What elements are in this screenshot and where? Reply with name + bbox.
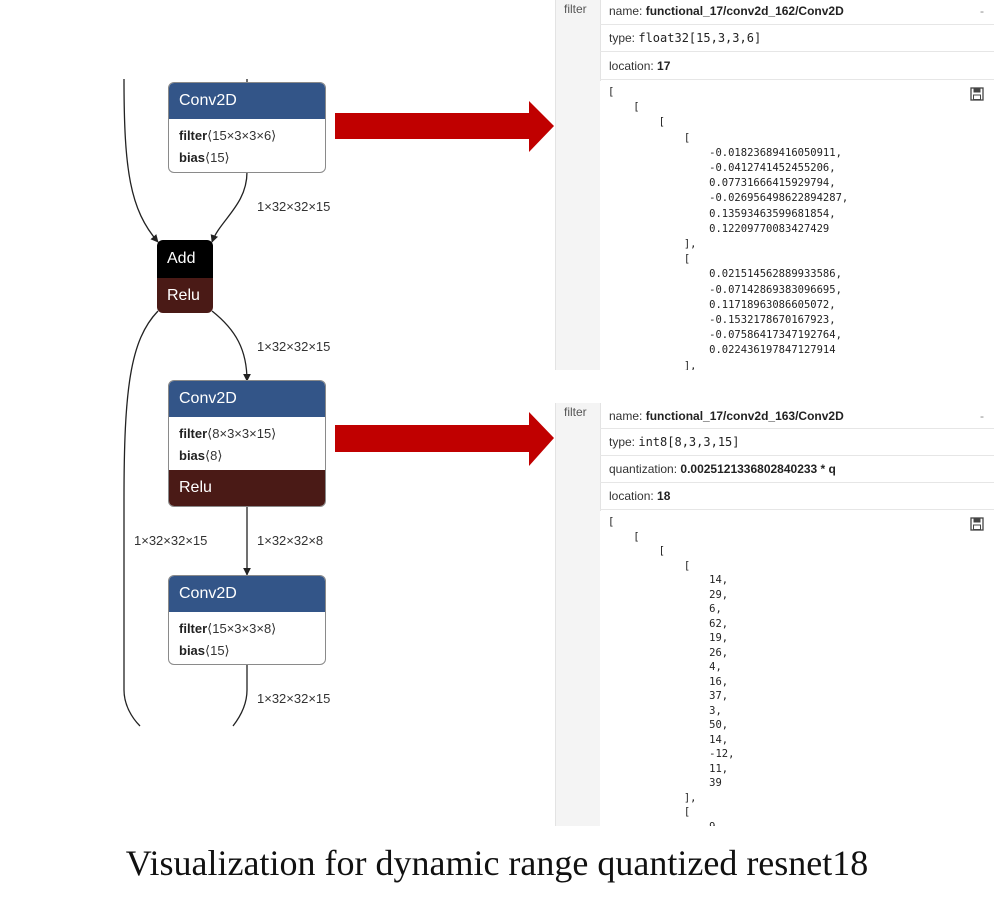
panel-2-name-value: functional_17/conv2d_163/Conv2D [645, 409, 844, 423]
conv2d-node-2-attrs: filter⟨8×3×3×15⟩ bias⟨8⟩ [169, 417, 325, 469]
panel-2-location-row: location: 18 [600, 483, 994, 510]
panel-2-quantization-row: quantization: 0.0025121336802840233 * q [600, 456, 994, 483]
edge-add-to-conv2 [211, 310, 251, 382]
panel-1-name-value: functional_17/conv2d_162/Conv2D [645, 4, 844, 18]
edge-label-3: 1×32×32×8 [257, 533, 324, 548]
tensor-panel-2: filter name: functional_17/conv2d_163/Co… [555, 403, 994, 826]
save-icon[interactable] [970, 517, 984, 531]
conv2d-node-2-title: Conv2D [169, 381, 325, 417]
conv2d-node-2-activation: Relu [169, 470, 325, 506]
red-arrow-2 [335, 412, 554, 466]
panel-2-name-row: name: functional_17/conv2d_163/Conv2D - [600, 403, 994, 429]
save-icon[interactable] [970, 87, 984, 101]
panel-2-location-value: 18 [657, 489, 671, 503]
add-node[interactable]: Add Relu [157, 240, 213, 313]
attr-bias: bias⟨8⟩ [179, 448, 223, 463]
panel-1-name-row: name: functional_17/conv2d_162/Conv2D - [600, 0, 994, 25]
edge-conv1-to-add [210, 171, 248, 243]
panel-2-type-row: type: int8[8,3,3,15] [600, 429, 994, 456]
panel-1-type-value: float32[15,3,3,6] [638, 31, 762, 45]
panel-1-tensor-view[interactable]: [ [ [ [ -0.01823689416050911, -0.0412741… [600, 81, 994, 370]
conv2d-node-3[interactable]: Conv2D filter⟨15×3×3×8⟩ bias⟨15⟩ [168, 575, 326, 665]
skip-edge-label: 1×32×32×15 [134, 533, 208, 548]
attr-bias: bias⟨15⟩ [179, 150, 230, 165]
panel-1-gutter: filter [556, 0, 601, 370]
panel-1-location-value: 17 [657, 59, 671, 73]
panel-1-tensor-text: [ [ [ [ -0.01823689416050911, -0.0412741… [608, 86, 849, 370]
edge-label-2: 1×32×32×15 [257, 339, 331, 354]
attr-filter: filter⟨15×3×3×6⟩ [179, 128, 277, 143]
panel-2-tensor-view[interactable]: [ [ [ [ 14, 29, 6, 62, 19, 26, 4, 16, [600, 511, 994, 826]
tensor-panel-1: filter name: functional_17/conv2d_162/Co… [555, 0, 994, 370]
conv2d-node-1-attrs: filter⟨15×3×3×6⟩ bias⟨15⟩ [169, 119, 325, 172]
panel-2-quantization-value: 0.0025121336802840233 * q [680, 462, 836, 476]
panel-1-location-row: location: 17 [600, 52, 994, 80]
panel-1-section-label: filter [564, 2, 587, 16]
attr-filter: filter⟨8×3×3×15⟩ [179, 426, 277, 441]
add-node-title: Add [157, 240, 213, 278]
edge-label-4: 1×32×32×15 [257, 691, 331, 706]
conv2d-node-1[interactable]: Conv2D filter⟨15×3×3×6⟩ bias⟨15⟩ [168, 82, 326, 173]
panel-2-tensor-text: [ [ [ [ 14, 29, 6, 62, 19, 26, 4, 16, [608, 516, 735, 826]
panel-2-section-label: filter [564, 405, 587, 419]
attr-bias: bias⟨15⟩ [179, 643, 230, 658]
panel-2-type-value: int8[8,3,3,15] [638, 435, 740, 449]
panel-2-gutter: filter [556, 403, 601, 826]
attr-filter: filter⟨15×3×3×8⟩ [179, 621, 277, 636]
conv2d-node-2[interactable]: Conv2D filter⟨8×3×3×15⟩ bias⟨8⟩ Relu [168, 380, 326, 507]
figure-caption: Visualization for dynamic range quantize… [125, 843, 869, 883]
add-node-activation: Relu [157, 278, 213, 313]
conv2d-node-1-title: Conv2D [169, 83, 325, 119]
edge-conv3-out [232, 664, 248, 727]
conv2d-node-3-title: Conv2D [169, 576, 325, 612]
collapse-toggle[interactable]: - [980, 409, 984, 423]
red-arrow-1 [335, 101, 554, 152]
collapse-toggle[interactable]: - [980, 4, 984, 18]
edge-label-1: 1×32×32×15 [257, 199, 331, 214]
panel-1-type-row: type: float32[15,3,3,6] [600, 25, 994, 52]
edge-add-skip-down [123, 310, 159, 727]
conv2d-node-3-attrs: filter⟨15×3×3×8⟩ bias⟨15⟩ [169, 612, 325, 664]
edge-skip-into-add [123, 78, 159, 243]
